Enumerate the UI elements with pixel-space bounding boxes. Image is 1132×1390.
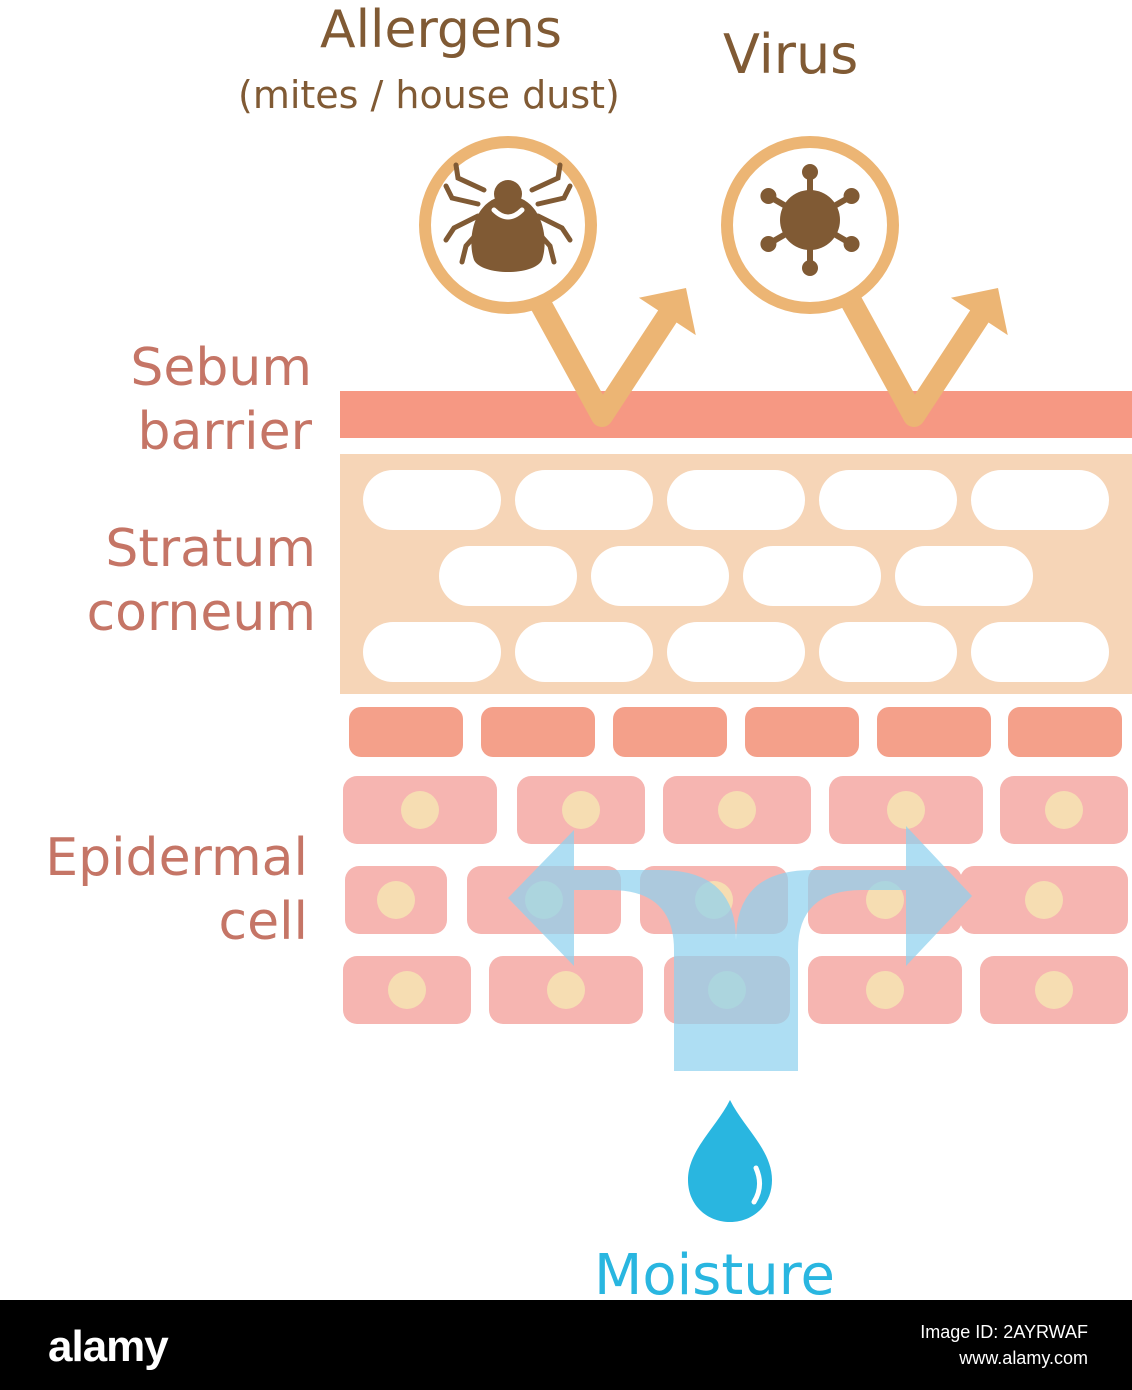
corneocyte	[363, 622, 501, 682]
epidermal-label-line1: Epidermal	[45, 828, 308, 888]
corneocyte	[667, 470, 805, 530]
epidermal-cell-label: Epidermal cell	[45, 826, 308, 954]
deflect-arrow-head	[638, 288, 696, 336]
corneocyte	[363, 470, 501, 530]
mite-head	[494, 180, 522, 208]
mite-body	[471, 196, 545, 272]
epidermal-label-line2: cell	[218, 892, 308, 952]
corneocyte	[819, 622, 957, 682]
allergens-title: Allergens	[320, 0, 562, 60]
cell-nucleus	[1035, 971, 1073, 1009]
cell-nucleus	[866, 881, 904, 919]
mite-icon	[419, 136, 597, 314]
corneocyte	[819, 470, 957, 530]
basal-cell	[349, 707, 463, 757]
corneocyte	[591, 546, 729, 606]
skin-barrier-diagram	[340, 136, 1132, 1222]
cell-nucleus	[547, 971, 585, 1009]
cell-nucleus	[401, 791, 439, 829]
virus-spike-tip	[843, 236, 860, 252]
epidermal-cell-layer	[343, 776, 1128, 1024]
basal-cell	[613, 707, 727, 757]
corneocyte	[515, 622, 653, 682]
stratum-label-line2: corneum	[86, 583, 316, 643]
corneocyte	[971, 622, 1109, 682]
split-arrow-icon	[508, 826, 972, 1071]
cell-nucleus	[887, 791, 925, 829]
deflect-arrow-shaft	[523, 281, 679, 427]
corneocyte	[439, 546, 577, 606]
deflect-arrow-head	[950, 288, 1008, 336]
cell-nucleus	[562, 791, 600, 829]
cell-nucleus	[866, 971, 904, 1009]
footer-url: www.alamy.com	[959, 1348, 1088, 1368]
virus-spike-tip	[802, 260, 818, 276]
corneocyte	[895, 546, 1033, 606]
cell-nucleus	[377, 881, 415, 919]
sebum-barrier-label: Sebum barrier	[130, 336, 312, 464]
basal-cell	[877, 707, 991, 757]
virus-spike-tip	[802, 164, 818, 180]
cell-nucleus	[718, 791, 756, 829]
stratum-corneum-layer	[340, 454, 1132, 694]
sebum-barrier-layer	[340, 391, 1132, 438]
sebum-label-line2: barrier	[137, 402, 312, 462]
corneocyte	[667, 622, 805, 682]
moisture-label: Moisture	[594, 1243, 836, 1308]
stratum-corneum-label: Stratum corneum	[87, 517, 316, 645]
cell-nucleus	[388, 971, 426, 1009]
stratum-label-line1: Stratum	[105, 519, 316, 579]
drop-body	[688, 1100, 772, 1222]
footer-bar: alamy Image ID: 2AYRWAF www.alamy.com	[0, 1300, 1132, 1390]
mite-mark	[491, 207, 525, 220]
drop-highlight	[751, 1165, 762, 1205]
virus-spike-tip	[760, 236, 777, 252]
corneocyte	[971, 470, 1109, 530]
cell-nucleus	[1025, 881, 1063, 919]
footer-image-id: Image ID: 2AYRWAF	[920, 1322, 1088, 1342]
deflect-arrow-shaft	[835, 281, 991, 427]
water-drop-icon	[688, 1100, 772, 1222]
corneocyte	[515, 470, 653, 530]
basal-cell	[745, 707, 859, 757]
corneocyte	[743, 546, 881, 606]
basal-cell-row	[349, 707, 1122, 757]
virus-title: Virus	[723, 23, 859, 86]
sebum-label-line1: Sebum	[130, 338, 312, 398]
footer-logo: alamy	[48, 1322, 169, 1371]
virus-spike-tip	[843, 188, 860, 204]
moisture-flow-arrow	[508, 826, 972, 1071]
mite-legs	[443, 162, 573, 265]
cell-nucleus	[1045, 791, 1083, 829]
basal-cell	[481, 707, 595, 757]
deflect-arrow-icon	[523, 281, 1008, 427]
sebum-band	[340, 391, 1132, 438]
basal-cell	[1008, 707, 1122, 757]
virus-body	[780, 190, 840, 250]
allergens-subtitle: (mites / house dust)	[238, 73, 620, 117]
virus-icon	[721, 136, 899, 314]
virus-spike-tip	[760, 188, 777, 204]
